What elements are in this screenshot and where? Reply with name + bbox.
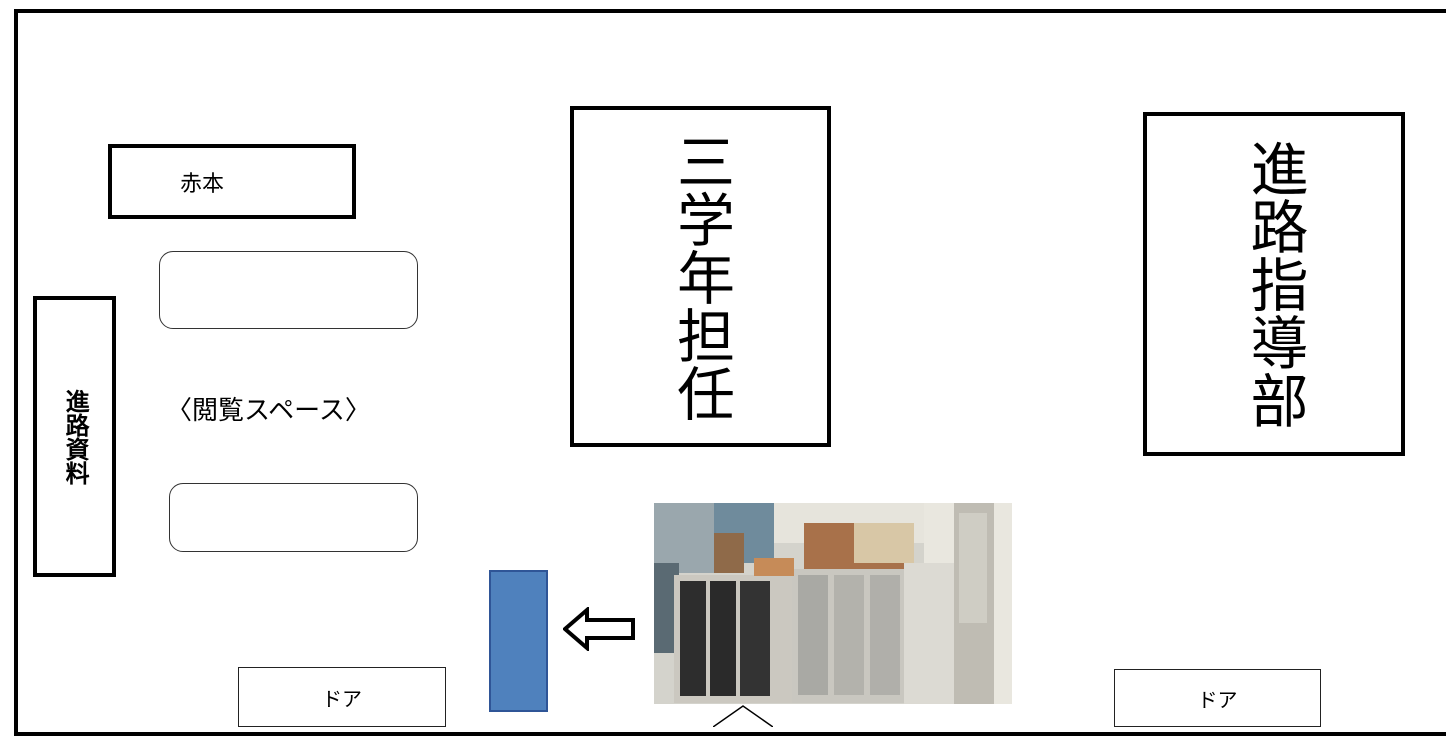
pointer-triangle (713, 705, 773, 727)
career-guidance-label: 進路指導部 (1240, 139, 1309, 429)
reading-space-label: 〈閲覧スペース〉 (166, 396, 371, 426)
reading-table-top (159, 251, 418, 329)
left-arrow-icon (563, 607, 635, 651)
door-right-label: ドア (1197, 687, 1238, 712)
filing-cabinet-photo (654, 503, 1012, 704)
cabinet-location-marker (489, 570, 548, 712)
reading-table-bottom (169, 483, 418, 552)
door-left[interactable]: ドア (238, 667, 446, 727)
career-guidance-area: 進路指導部 (1143, 112, 1405, 456)
third-grade-teachers-area: 三学年担任 (570, 106, 831, 447)
red-books-label: 赤本 (179, 171, 224, 197)
third-grade-teachers-label: 三学年担任 (666, 131, 735, 422)
door-left-label: ドア (322, 686, 362, 711)
red-books-box: 赤本 (108, 144, 356, 219)
career-materials-label: 進路資料 (61, 388, 90, 485)
door-right[interactable]: ドア (1114, 669, 1321, 727)
career-materials-shelf: 進路資料 (33, 296, 116, 577)
